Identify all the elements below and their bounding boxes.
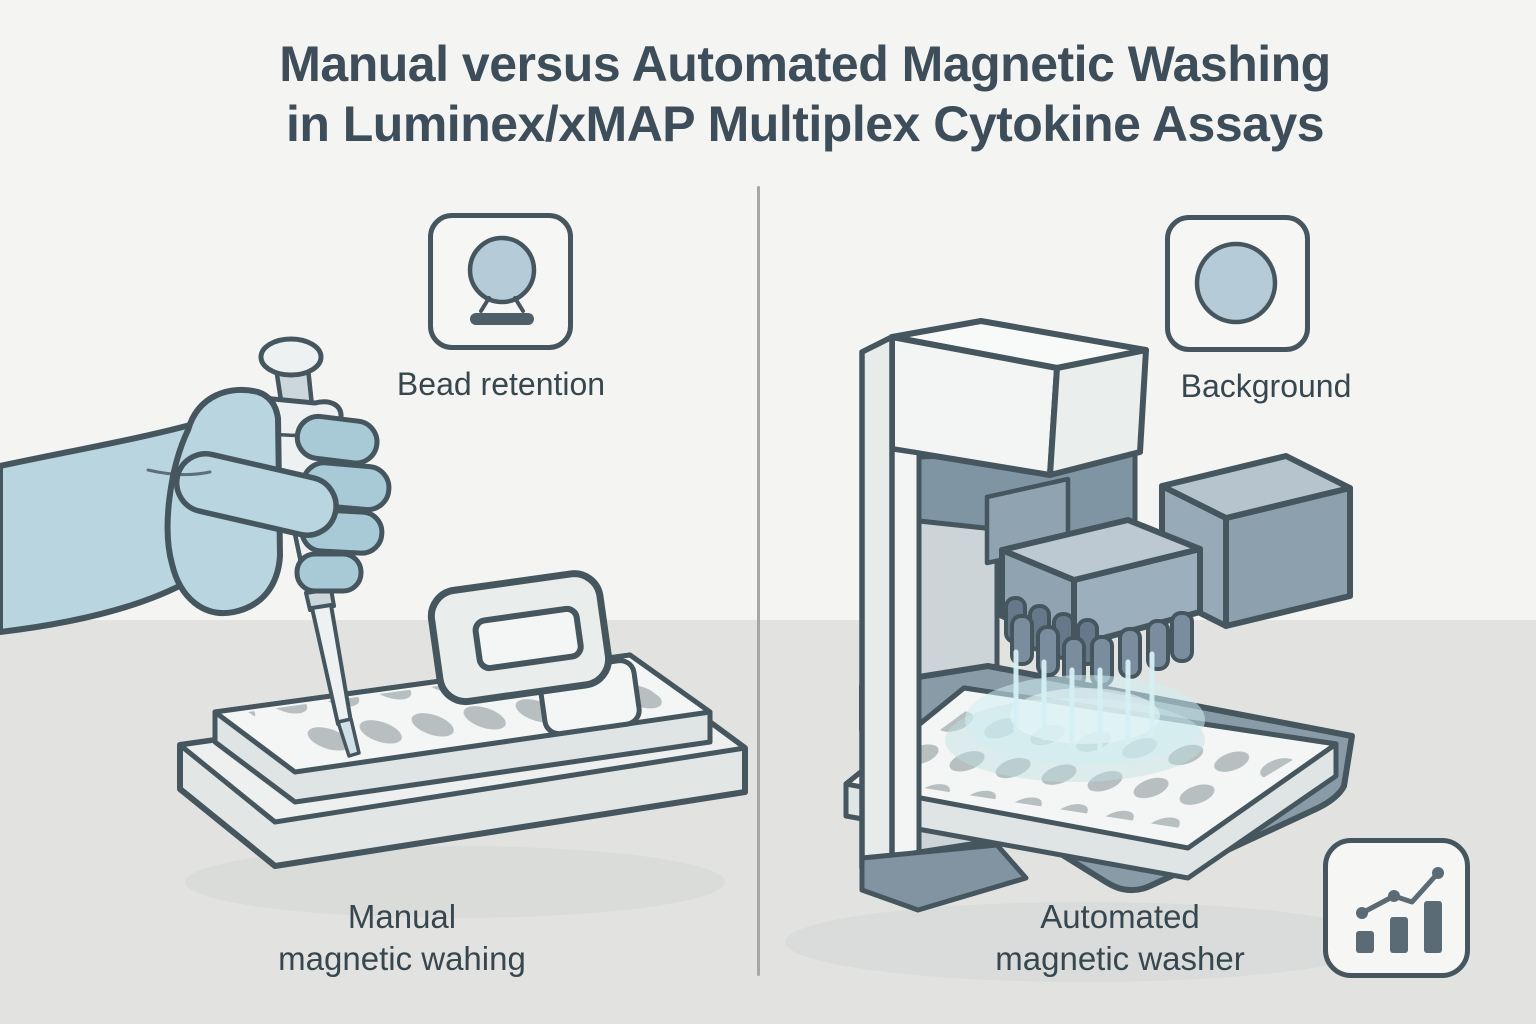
plate-shadow — [185, 846, 725, 918]
automated-washer-caption: Automated magnetic washer — [950, 896, 1290, 980]
magnet-handle — [427, 570, 613, 706]
background-label: Background — [1180, 368, 1352, 404]
washer-foot — [859, 842, 1029, 913]
automated-washer-illustration — [785, 318, 1385, 982]
panel-divider — [757, 186, 760, 976]
manual-caption-line-2: magnetic wahing — [278, 940, 526, 977]
bead-retention-icon-box — [428, 213, 573, 350]
bar-chart-trend-icon — [1356, 867, 1444, 953]
thumb — [173, 451, 339, 538]
title-line-1: Manual versus Automated Magnetic Washing — [279, 36, 1331, 92]
pipette-tip — [336, 717, 361, 758]
bead-on-magnet-icon — [467, 235, 537, 325]
wash-nozzles — [1004, 596, 1194, 688]
finger-pinky — [294, 551, 364, 594]
bead-retention-label: Bead retention — [396, 366, 606, 402]
washer-arm-block — [1159, 453, 1353, 629]
pipette-plunger-knob — [258, 336, 324, 378]
manual-washing-caption: Manual magnetic wahing — [242, 896, 562, 980]
automated-caption-line-2: magnetic washer — [995, 940, 1245, 977]
background-icon-box — [1165, 215, 1310, 352]
manual-caption-line-1: Manual — [347, 898, 457, 935]
washer-tower — [889, 318, 1149, 478]
gloved-hand — [0, 386, 392, 635]
chart-icon-box — [1323, 838, 1470, 978]
title-line-2: in Luminex/xMAP Multiplex Cytokine Assay… — [285, 96, 1325, 152]
manual-washing-illustration — [0, 336, 748, 918]
finger-index — [294, 413, 380, 466]
wash-liquid-streams — [965, 649, 1205, 765]
automated-caption-line-1: Automated — [1040, 898, 1200, 935]
page-title: Manual versus Automated Magnetic Washing… — [250, 34, 1360, 154]
machine-shadow — [785, 902, 1385, 982]
bead-circle-icon — [1194, 241, 1278, 325]
